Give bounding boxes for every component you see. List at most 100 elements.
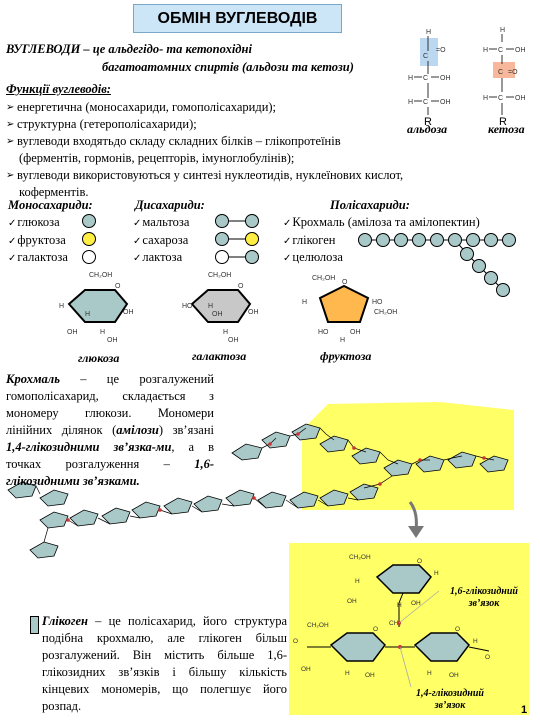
svg-text:CH₂: CH₂ [389,620,401,627]
fructose-circle [82,232,96,246]
di-heading: Дисахариди: [135,198,205,212]
svg-text:CH₂OH: CH₂OH [307,622,329,629]
svg-text:=O: =O [436,47,446,54]
definition: ВУГЛЕВОДИ – це альдегідо- та кетопохідні… [6,40,396,76]
poly-item: целюлоза [283,250,342,265]
glycogen-text: – це полісахарид, його структура подібна… [42,614,287,713]
svg-text:H: H [340,337,345,344]
svg-text:H: H [59,303,64,310]
svg-text:OH: OH [301,666,311,673]
mono-item: галактоза [8,250,68,265]
starch-term: Крохмаль [6,372,60,386]
svg-text:OH: OH [228,337,239,344]
svg-text:CH₂OH: CH₂OH [89,272,112,279]
svg-text:O: O [115,283,121,290]
function-item: енергетична (моносахариди, гомополісахар… [6,99,476,116]
upper-glucose [375,564,432,594]
glucose-circle [82,214,96,228]
function-item-continuation: коферментів. [19,185,89,199]
svg-text:H: H [408,75,413,82]
poly-item: глікоген [283,233,335,248]
svg-text:H: H [100,329,105,336]
svg-text:HO: HO [318,329,329,336]
poly-heading: Полісахариди: [330,198,410,212]
ketose-label: кетоза [488,122,525,136]
function-item: структурна (гетерополісахариди); [6,116,476,133]
bond16-term: 1,6-глікозидними зв’язками. [6,457,214,488]
glucose-circle [215,214,229,228]
ketone-highlight [493,62,515,78]
galactose-circle [82,250,96,264]
svg-text:H: H [85,311,90,318]
glycogen-term: Глікоген [42,614,88,628]
svg-text:OH: OH [411,600,421,607]
galactose-circle [215,250,229,264]
svg-text:CH₂OH: CH₂OH [312,275,335,282]
di-item: сахароза [133,233,188,248]
svg-text:=O: =O [508,69,518,76]
svg-text:H: H [483,95,488,102]
svg-text:C: C [498,47,503,54]
svg-text:OH: OH [515,95,526,102]
function-item: вуглеводи входятьдо складу складних білк… [6,133,476,150]
svg-text:H: H [426,29,431,36]
di-item: мальтоза [133,215,189,230]
ring-label-galactose: галактоза [192,349,247,363]
amylopectin-diagram [7,402,514,559]
svg-text:OH: OH [107,337,118,344]
svg-text:O: O [373,626,378,633]
svg-text:H: H [223,329,228,336]
definition-line-1: ВУГЛЕВОДИ – це альдегідо- та кетопохідні [6,42,252,56]
polysaccharide-chain [358,233,516,297]
amylose-term: амілози [116,423,159,437]
left-glucose [329,632,386,662]
svg-text:HO: HO [372,299,383,306]
mono-item: фруктоза [8,233,65,248]
svg-text:OH: OH [248,309,259,316]
svg-text:C: C [423,75,428,82]
mono-item: глюкоза [8,215,59,230]
starch-text: , а в точках розгалуження – [6,440,214,471]
page-number: 1 [521,704,528,716]
poly-item: Крохмаль (амілоза та амілопектин) [283,215,479,230]
function-item: вуглеводи використовуються у синтезі нук… [6,167,476,184]
svg-text:OH: OH [449,672,459,679]
svg-text:C: C [423,53,428,60]
glucose-circle [245,250,259,264]
svg-text:O: O [417,558,422,565]
svg-text:H: H [427,670,432,677]
svg-text:H: H [434,570,439,577]
svg-text:O: O [485,654,490,661]
glucose-circle [245,214,259,228]
svg-text:CH₂OH: CH₂OH [349,554,371,561]
svg-text:HO: HO [182,303,193,310]
svg-text:C: C [498,95,503,102]
aldehyde-highlight [420,38,438,66]
svg-text:O: O [293,638,298,645]
svg-text:OH: OH [365,672,375,679]
svg-text:O: O [342,279,348,286]
svg-text:OH: OH [515,47,526,54]
di-circles [215,214,259,264]
glucose-circle [215,232,229,246]
glycogen-paragraph: Глікоген – це полісахарид, його структур… [42,613,287,715]
svg-text:H: H [500,27,505,34]
svg-text:O: O [455,626,460,633]
svg-text:OH: OH [67,329,78,336]
bond14-term: 1,4-глікозидними зв’язка-ми [6,440,172,454]
svg-text:H: H [345,670,350,677]
ring-label-fructose: фруктоза [320,349,372,363]
svg-text:H: H [483,47,488,54]
mono-circles [82,214,96,264]
svg-text:C: C [498,69,503,76]
bond14-label: 1,4-глікозидний зв’язок [416,688,484,711]
mono-heading: Моносахариди: [8,198,93,212]
right-glucose [413,632,470,662]
svg-text:OH: OH [440,75,451,82]
starch-paragraph: Крохмаль – це розгалужений гомополісахар… [6,371,214,490]
fructose-circle [245,232,259,246]
